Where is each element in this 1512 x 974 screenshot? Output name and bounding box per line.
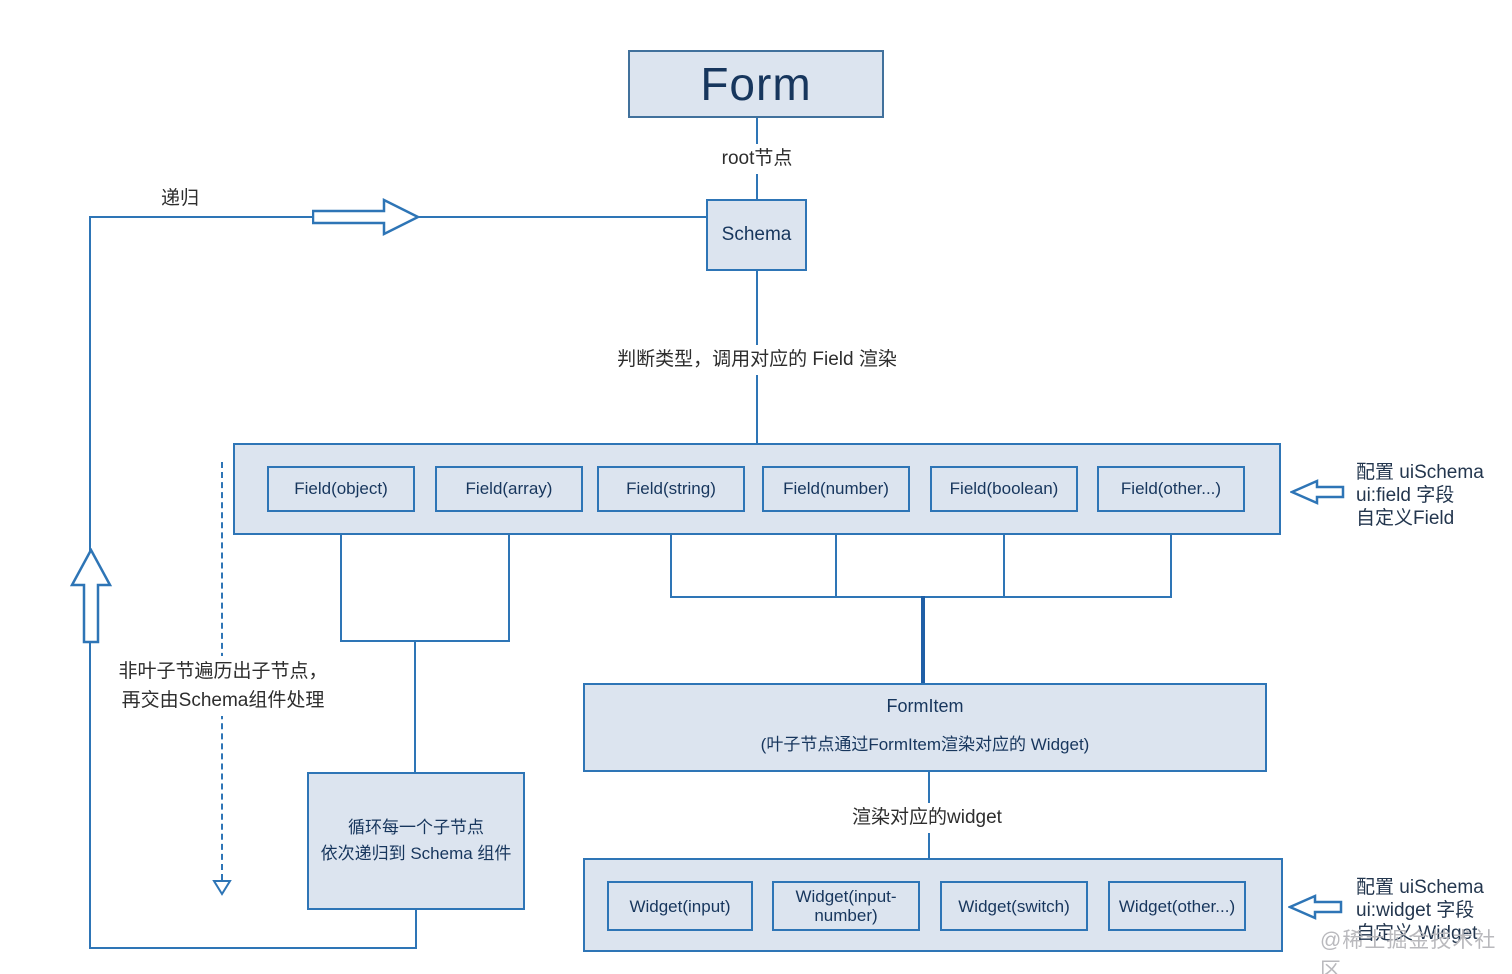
widget-node-input-number: Widget(input-number) [772,881,920,931]
label-render-widget: 渲染对应的widget [846,803,1008,833]
loop-node-line2: 依次递归到 Schema 组件 [320,844,512,863]
label-recursion: 递归 [155,184,206,214]
label-non-leaf-line1: 非叶子节遍历出子节点， [118,661,328,682]
edge-field-array-drop [508,512,510,642]
edge-field-string-drop [670,512,672,598]
widget-node-other: Widget(other...) [1108,881,1246,931]
edge-recursion-bottom [89,947,417,949]
annotation-uifield-line2: ui:field 字段 [1356,485,1455,506]
annotation-uiwidget-line2: ui:widget 字段 [1356,900,1475,921]
watermark: @稀土掘金技术社区 [1320,929,1497,974]
label-judge-type: 判断类型，调用对应的 Field 渲染 [611,345,903,375]
label-non-leaf-line2: 再交由Schema组件处理 [121,690,325,711]
formitem-node: FormItem (叶子节点通过FormItem渲染对应的 Widget) [583,683,1267,772]
form-node: Form [628,50,884,118]
formitem-subtitle: (叶子节点通过FormItem渲染对应的 Widget) [760,735,1090,754]
widget-node-switch: Widget(switch) [940,881,1088,931]
edge-field-object-drop [340,512,342,642]
schema-node: Schema [706,199,807,271]
edge-field-other-drop [1170,512,1172,598]
field-node-string: Field(string) [597,466,745,512]
arrow-down-open-icon [212,880,232,896]
arrow-left-icon [1290,479,1345,505]
annotation-uiwidget: 配置 uiSchema ui:widget 字段 自定义 Widget [1356,876,1484,945]
field-node-number: Field(number) [762,466,910,512]
edge-bracket-right-down [921,596,925,685]
widget-node-input: Widget(input) [607,881,753,931]
arrow-up-icon [69,548,113,644]
edge-bracket-left-down [414,640,416,772]
field-node-other: Field(other...) [1097,466,1245,512]
annotation-uifield-line1: 配置 uiSchema [1356,462,1484,483]
field-node-array: Field(array) [435,466,583,512]
formitem-title: FormItem [886,696,964,716]
arrow-left-icon [1288,894,1343,920]
arrow-right-icon [312,197,421,237]
field-node-boolean: Field(boolean) [930,466,1078,512]
edge-field-boolean-drop [1003,512,1005,598]
annotation-uifield: 配置 uiSchema ui:field 字段 自定义Field [1356,461,1484,530]
annotation-uiwidget-line3: 自定义 Widget [1356,923,1478,944]
label-root-node: root节点 [715,144,799,174]
edge-bracket-left [340,640,510,642]
loop-node: 循环每一个子节点 依次递归到 Schema 组件 [307,772,525,910]
edge-loopbox-down [415,910,417,949]
annotation-uifield-line3: 自定义Field [1356,508,1455,529]
edge-field-number-drop [835,512,837,598]
field-node-object: Field(object) [267,466,415,512]
loop-node-line1: 循环每一个子节点 [348,818,484,837]
annotation-uiwidget-line1: 配置 uiSchema [1356,877,1484,898]
